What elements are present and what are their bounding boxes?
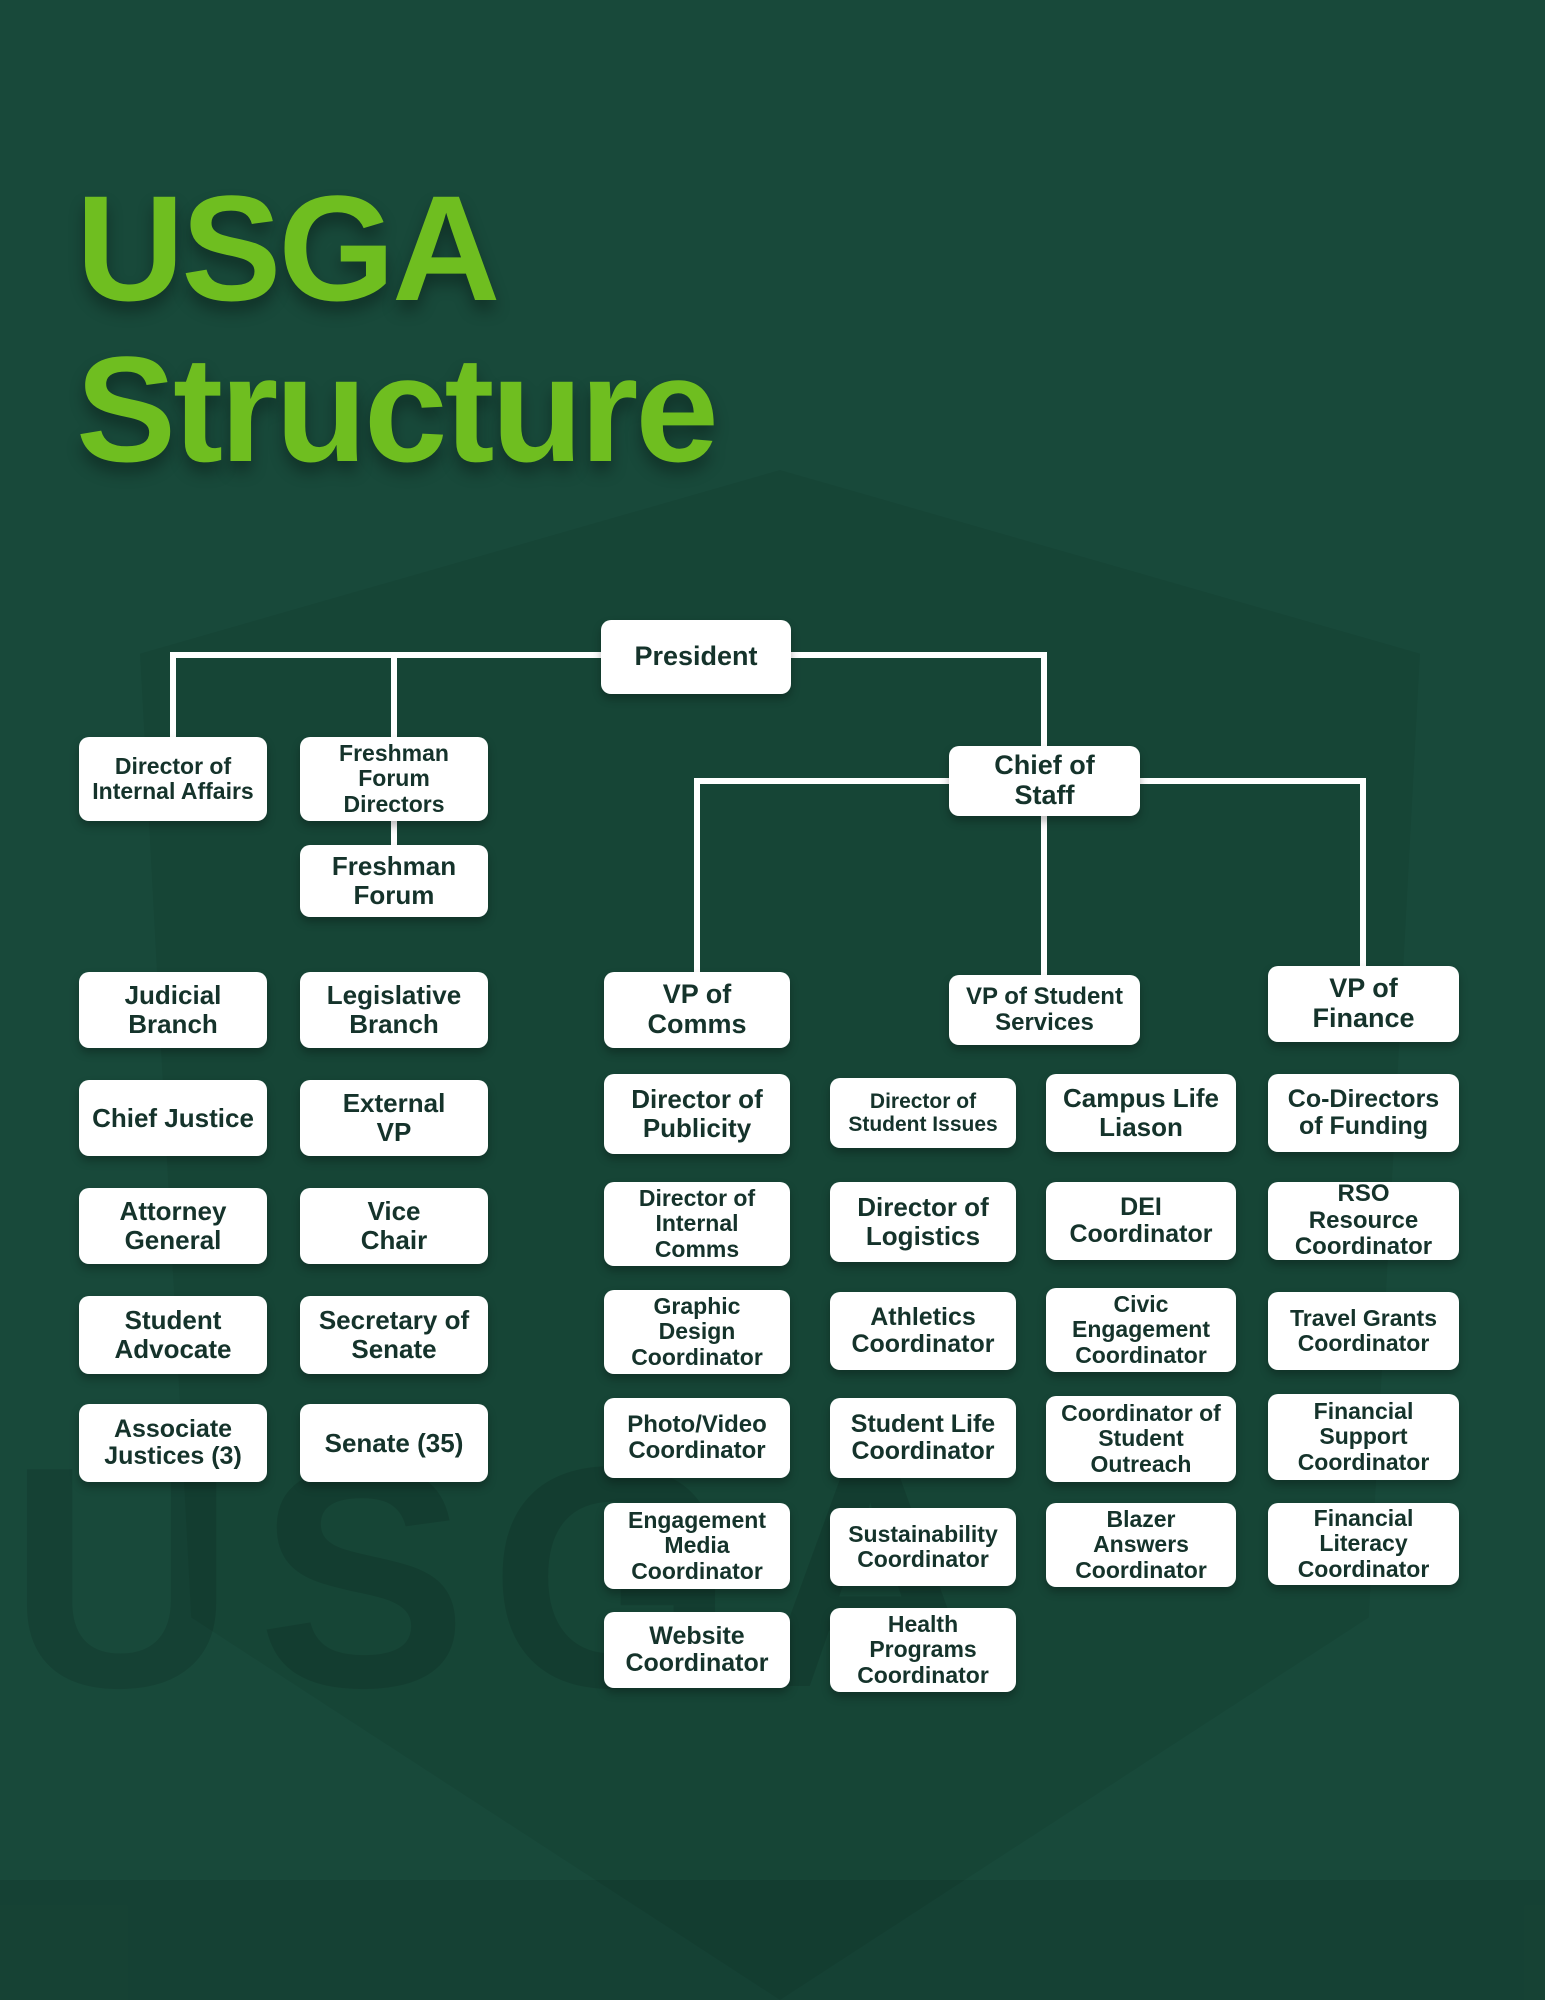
org-box-director-of-student-issues: Director of Student Issues: [830, 1078, 1016, 1148]
connector-president-right: [788, 652, 1047, 658]
org-box-coordinator-of-student-outreach: Coordinator of Student Outreach: [1046, 1396, 1236, 1482]
org-box-civic-engagement-coordinator: Civic Engagement Coordinator: [1046, 1288, 1236, 1372]
org-box-student-life-coordinator: Student Life Coordinator: [830, 1398, 1016, 1478]
org-box-photo-video-coordinator: Photo/Video Coordinator: [604, 1398, 790, 1478]
org-box-website-coordinator: Website Coordinator: [604, 1612, 790, 1688]
org-box-chief-justice: Chief Justice: [79, 1080, 267, 1156]
org-box-financial-support-coordinator: Financial Support Coordinator: [1268, 1394, 1459, 1480]
org-box-vice-chair: Vice Chair: [300, 1188, 488, 1264]
bottom-shade: [0, 1880, 1545, 2000]
connector-drop-freshman-forum-directors: [391, 652, 397, 744]
org-box-engagement-media-coordinator: Engagement Media Coordinator: [604, 1503, 790, 1589]
org-box-athletics-coordinator: Athletics Coordinator: [830, 1292, 1016, 1370]
org-box-rso-resource-coordinator: RSO Resource Coordinator: [1268, 1181, 1459, 1260]
org-box-judicial-branch: Judicial Branch: [79, 972, 267, 1048]
connector-drop-vp-finance: [1360, 778, 1366, 972]
page-title: USGA Structure: [76, 164, 719, 493]
page-title-line1: USGA: [76, 164, 500, 332]
org-box-financial-literacy-coordinator: Financial Literacy Coordinator: [1268, 1503, 1459, 1585]
org-box-freshman-forum-directors: Freshman Forum Directors: [300, 737, 488, 821]
org-box-dei-coordinator: DEI Coordinator: [1046, 1182, 1236, 1260]
org-box-travel-grants-coordinator: Travel Grants Coordinator: [1268, 1292, 1459, 1370]
org-box-blazer-answers-coordinator: Blazer Answers Coordinator: [1046, 1503, 1236, 1587]
org-box-president: President: [601, 620, 791, 694]
org-box-director-of-publicity: Director of Publicity: [604, 1074, 790, 1154]
org-box-director-of-logistics: Director of Logistics: [830, 1182, 1016, 1262]
org-box-attorney-general: Attorney General: [79, 1188, 267, 1264]
org-box-vp-finance: VP of Finance: [1268, 966, 1459, 1042]
connector-drop-vp-comms: [694, 778, 700, 976]
connector-drop-chief-of-staff: [1041, 652, 1047, 752]
org-box-legislative-branch: Legislative Branch: [300, 972, 488, 1048]
org-box-secretary-of-senate: Secretary of Senate: [300, 1296, 488, 1374]
org-box-senate: Senate (35): [300, 1404, 488, 1482]
org-box-health-programs-coordinator: Health Programs Coordinator: [830, 1608, 1016, 1692]
connector-chief-left: [694, 778, 952, 784]
org-box-vp-student-services: VP of Student Services: [949, 975, 1140, 1045]
page-title-line2: Structure: [76, 324, 719, 493]
connector-chief-bottom: [1041, 812, 1047, 980]
connector-chief-right: [1138, 778, 1364, 784]
org-box-campus-life-liason: Campus Life Liason: [1046, 1074, 1236, 1152]
org-box-director-of-internal-comms: Director of Internal Comms: [604, 1182, 790, 1266]
org-box-co-directors-of-funding: Co-Directors of Funding: [1268, 1074, 1459, 1152]
org-box-graphic-design-coordinator: Graphic Design Coordinator: [604, 1290, 790, 1374]
org-box-chief-of-staff: Chief of Staff: [949, 746, 1140, 816]
org-box-sustainability-coordinator: Sustainability Coordinator: [830, 1508, 1016, 1586]
org-box-associate-justices: Associate Justices (3): [79, 1404, 267, 1482]
connector-drop-internal-affairs: [170, 652, 176, 744]
connector-president-left: [170, 652, 607, 658]
org-box-vp-comms: VP of Comms: [604, 972, 790, 1048]
org-box-director-internal-affairs: Director of Internal Affairs: [79, 737, 267, 821]
connector-freshman-forum: [391, 818, 397, 850]
org-box-external-vp: External VP: [300, 1080, 488, 1156]
org-box-freshman-forum: Freshman Forum: [300, 845, 488, 917]
org-box-student-advocate: Student Advocate: [79, 1296, 267, 1374]
